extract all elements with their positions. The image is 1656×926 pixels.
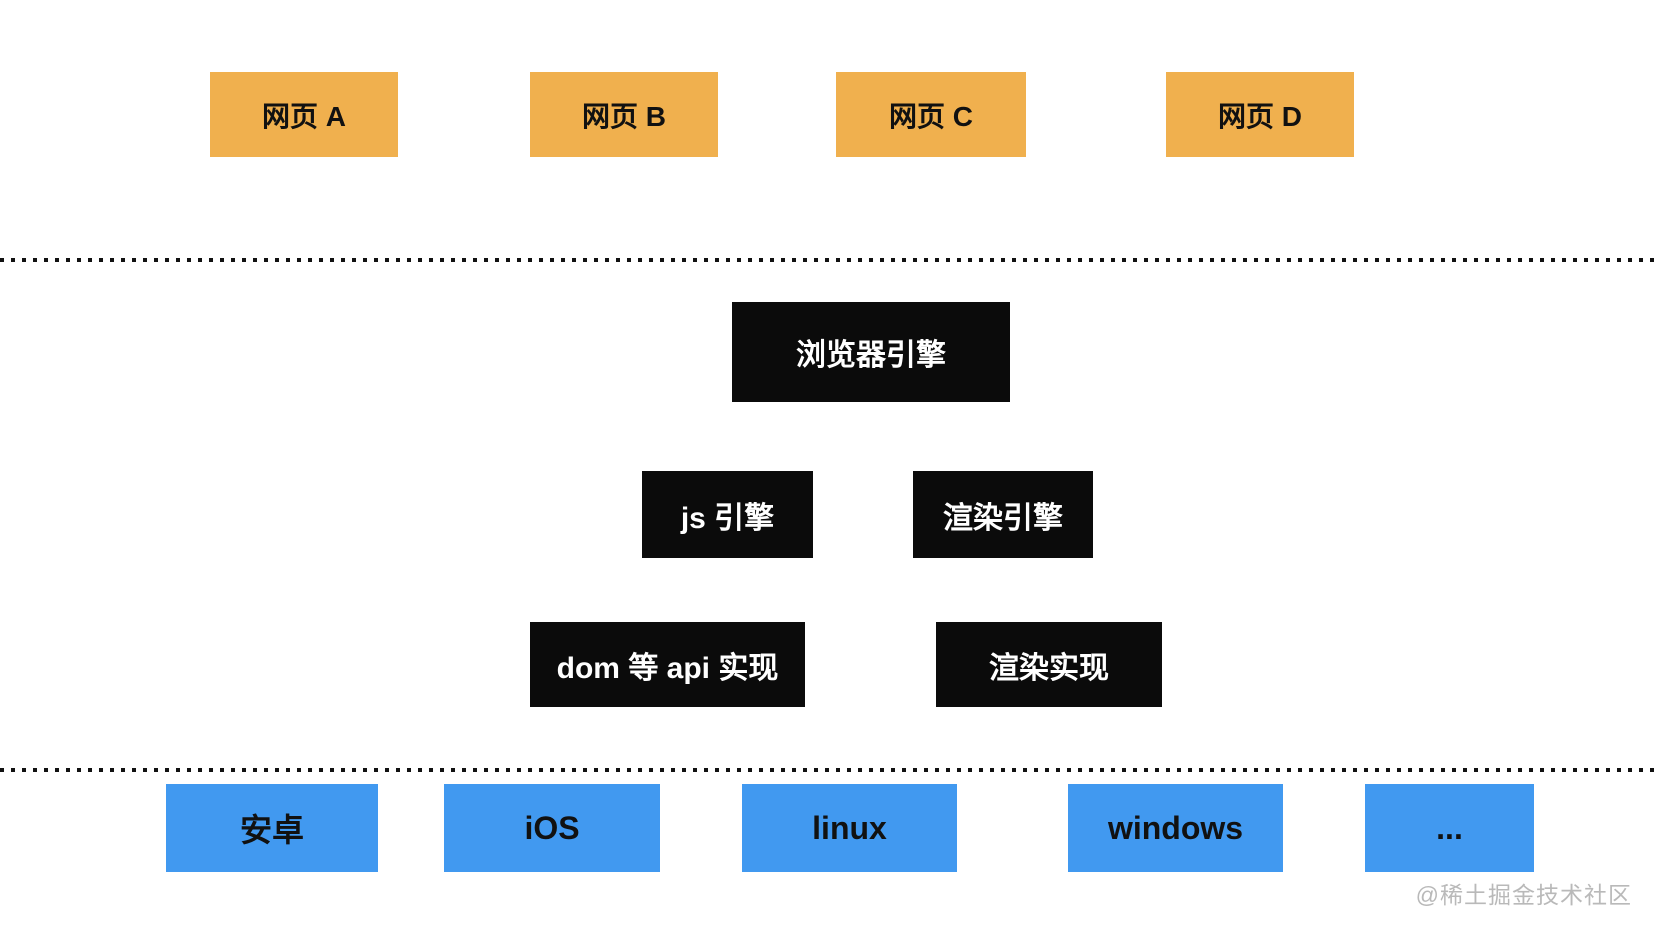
- browser-engine-box: 浏览器引擎: [732, 302, 1010, 402]
- js-engine-label: js 引擎: [680, 501, 775, 535]
- webpage-label-d: 网页 D: [1217, 100, 1302, 132]
- platform-box-more: ...: [1365, 784, 1534, 872]
- webpage-box-b: 网页 B: [530, 72, 718, 157]
- js-engine-box: js 引擎: [642, 471, 813, 558]
- webpage-label-c: 网页 C: [888, 100, 973, 132]
- webpage-label-a: 网页 A: [261, 100, 346, 132]
- dom-api-impl-box: dom 等 api 实现: [530, 622, 805, 707]
- webpage-box-c: 网页 C: [836, 72, 1026, 157]
- platform-box-ios: iOS: [444, 784, 660, 872]
- rendering-impl-label: 渲染实现: [989, 651, 1109, 685]
- platform-box-windows: windows: [1068, 784, 1283, 872]
- divider-bottom-dotted-line: [0, 768, 1656, 772]
- webpage-box-a: 网页 A: [210, 72, 398, 157]
- divider-top-dotted-line: [0, 258, 1656, 262]
- browser-engine-label: 浏览器引擎: [796, 339, 946, 372]
- platform-box-linux: linux: [742, 784, 957, 872]
- dom-api-impl-label: dom 等 api 实现: [556, 651, 779, 685]
- rendering-impl-box: 渲染实现: [936, 622, 1162, 707]
- platform-label-linux: linux: [812, 809, 887, 846]
- rendering-engine-box: 渲染引擎: [913, 471, 1093, 558]
- webpage-box-d: 网页 D: [1166, 72, 1354, 157]
- platform-label-ios: iOS: [524, 809, 580, 846]
- platform-label-more: ...: [1436, 809, 1463, 846]
- watermark: @稀土掘金技术社区: [1415, 882, 1632, 908]
- rendering-engine-label: 渲染引擎: [943, 501, 1063, 535]
- webpage-label-b: 网页 B: [581, 100, 666, 132]
- platform-label-windows: windows: [1107, 809, 1244, 846]
- platform-box-android: 安卓: [166, 784, 378, 872]
- platform-label-android: 安卓: [239, 812, 304, 848]
